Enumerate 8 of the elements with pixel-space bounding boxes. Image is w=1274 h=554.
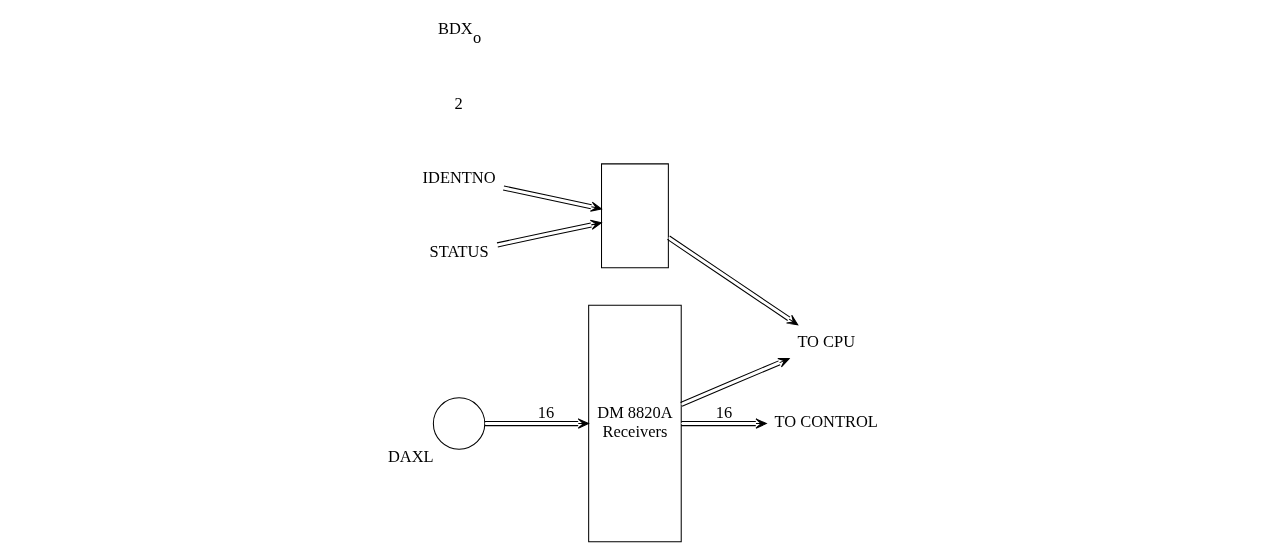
label: 2 (454, 93, 463, 113)
edge-label: 16 (537, 403, 555, 423)
node-text: TO CPU (797, 332, 856, 352)
node-text: TO CONTROL (774, 412, 878, 432)
node-label: DAXL (387, 447, 434, 467)
node-text: STATUS (429, 241, 489, 261)
node-text: IDENTNO (422, 167, 496, 187)
edge-label: 16 (715, 403, 733, 423)
